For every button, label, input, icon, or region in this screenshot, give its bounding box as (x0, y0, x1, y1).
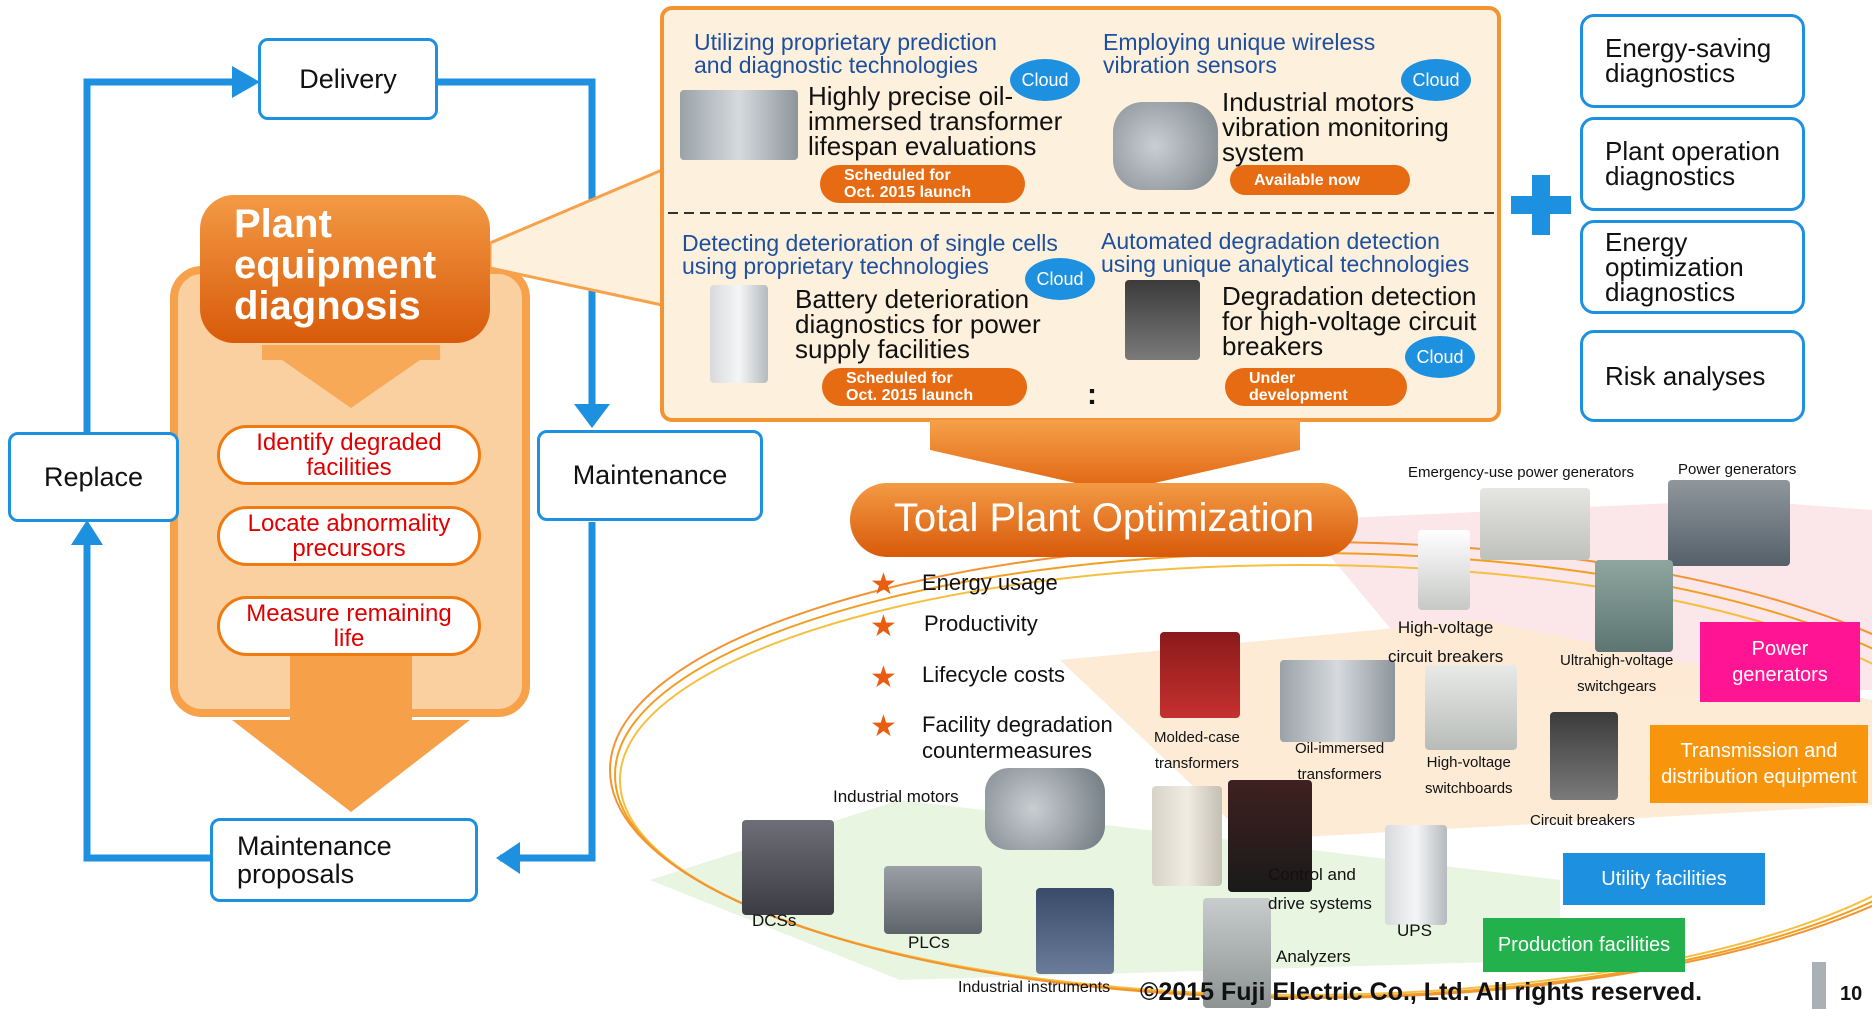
service-energy-saving: Energy-saving diagnostics (1580, 14, 1805, 108)
label-analyzers: Analyzers (1276, 947, 1351, 966)
bullet-productivity: Productivity (924, 611, 1038, 636)
service-energy-optimization: Energy optimization diagnostics (1580, 220, 1805, 314)
label-oil-transformers: Oil-immersed transformers (1295, 740, 1385, 783)
star-icon: ★ (870, 710, 897, 743)
page-number: 10 (1840, 983, 1863, 1005)
tech-heading-transformer: Utilizing proprietary prediction and dia… (694, 29, 997, 78)
power-generator-image (1668, 480, 1790, 566)
control-panel-image (1152, 786, 1222, 886)
label-power-generators: Power generators (1678, 461, 1797, 478)
label-plcs: PLCs (908, 933, 950, 952)
label-emergency-generators: Emergency-use power generators (1408, 464, 1634, 481)
down-arrow-large (232, 655, 470, 812)
bullet-lifecycle: Lifecycle costs (922, 662, 1066, 687)
status-badge: Scheduled for Oct. 2015 launch (822, 368, 1027, 406)
tech-heading-vibration: Employing unique wireless vibration sens… (1103, 29, 1376, 78)
status-badge: Scheduled for Oct. 2015 launch (820, 165, 1025, 203)
bullet-degradation: Facility degradation countermeasures (922, 712, 1113, 763)
industrial-motor-image (985, 768, 1105, 850)
circuit-breaker-photo (1550, 712, 1618, 800)
more-ellipsis: : (1087, 378, 1097, 411)
label-instruments: Industrial instruments (958, 979, 1111, 996)
battery-cabinet-image (710, 285, 768, 383)
label-control-drive: Control and drive systems (1268, 865, 1372, 913)
bullet-energy-usage: Energy usage (922, 570, 1058, 595)
category-utility: Utility facilities (1563, 853, 1765, 905)
tech-heading-breaker: Automated degradation detection using un… (1101, 228, 1470, 277)
tech-title-transformer: Highly precise oil- immersed transformer… (808, 81, 1063, 161)
label-molded-transformers: Molded-case transformers (1154, 729, 1240, 772)
tech-title-vibration: Industrial motors vibration monitoring s… (1222, 87, 1449, 167)
page-bar (1812, 962, 1826, 1009)
cycle-arrows (83, 78, 596, 862)
status-badge: Under development (1225, 368, 1407, 406)
instrument-image (1036, 888, 1114, 974)
maintenance-proposals-box: Maintenance proposals (210, 818, 478, 902)
diagnosis-step-measure: Measure remaining life (217, 596, 481, 656)
cycle-arrowheads (71, 66, 610, 874)
cloud-badge: Cloud (1025, 258, 1095, 300)
diagnosis-title-box (200, 195, 490, 343)
star-icon: ★ (870, 610, 897, 643)
oil-transformer-image (1280, 660, 1395, 742)
emergency-generator-image (1480, 488, 1590, 560)
optimization-title-pill (850, 483, 1358, 557)
diagnosis-step-identify: Identify degraded facilities (217, 425, 481, 485)
status-badge: Available now (1230, 165, 1410, 195)
hv-switchboard-image (1425, 665, 1517, 750)
plc-image (884, 866, 982, 934)
category-production: Production facilities (1483, 918, 1685, 972)
label-circuit-breakers: Circuit breakers (1530, 812, 1636, 829)
delivery-label: Delivery (299, 63, 397, 94)
ups-image (1385, 825, 1447, 925)
maintenance-box: Maintenance (537, 430, 763, 521)
optimization-arrow (930, 420, 1300, 492)
cloud-badge: Cloud (1010, 59, 1080, 101)
cloud-badge: Cloud (1405, 336, 1475, 378)
dcs-image (742, 820, 834, 915)
cloud-badge: Cloud (1401, 59, 1471, 101)
circuit-breaker-image (1125, 280, 1200, 360)
diagnosis-title: Plant equipment diagnosis (234, 202, 437, 328)
hv-breaker-image (1418, 530, 1470, 610)
copyright-notice: ©2015 Fuji Electric Co., Ltd. All rights… (1140, 978, 1703, 1006)
category-transmission: Transmission and distribution equipment (1650, 725, 1868, 803)
star-icon: ★ (870, 661, 897, 694)
tech-title-breaker: Degradation detection for high-voltage c… (1222, 281, 1477, 361)
tech-title-battery: Battery deterioration diagnostics for po… (795, 284, 1041, 364)
down-arrow-small (262, 345, 440, 408)
tech-heading-battery: Detecting deterioration of single cells … (682, 230, 1058, 279)
label-dcss: DCSs (752, 911, 797, 930)
label-ups: UPS (1397, 921, 1432, 940)
service-plant-operation: Plant operation diagnostics (1580, 117, 1805, 211)
analyzer-image (1203, 898, 1271, 1008)
label-industrial-motors: Industrial motors (833, 787, 959, 806)
motor-image (1113, 102, 1218, 190)
category-power-generators: Power generators (1700, 622, 1860, 702)
drive-system-image (1228, 780, 1312, 892)
optimization-title: Total Plant Optimization (893, 496, 1315, 540)
service-risk-analyses: Risk analyses (1580, 330, 1805, 422)
molded-transformer-image (1160, 632, 1240, 718)
maintenance-label: Maintenance (572, 460, 728, 490)
delivery-box: Delivery (258, 38, 438, 120)
replace-label: Replace (43, 461, 144, 492)
star-icon: ★ (870, 568, 897, 601)
label-uhv-switchgears: Ultrahigh-voltage switchgears (1560, 652, 1674, 695)
maintenance-proposals-label: Maintenance proposals (237, 831, 392, 889)
uhv-switchgear-image (1595, 560, 1673, 652)
replace-box: Replace (8, 432, 179, 522)
diagnosis-step-locate: Locate abnormality precursors (217, 506, 481, 566)
label-hv-switchboards: High-voltage switchboards (1425, 754, 1513, 797)
transformer-image (680, 90, 798, 160)
label-hv-breakers: High-voltage circuit breakers (1388, 618, 1504, 666)
